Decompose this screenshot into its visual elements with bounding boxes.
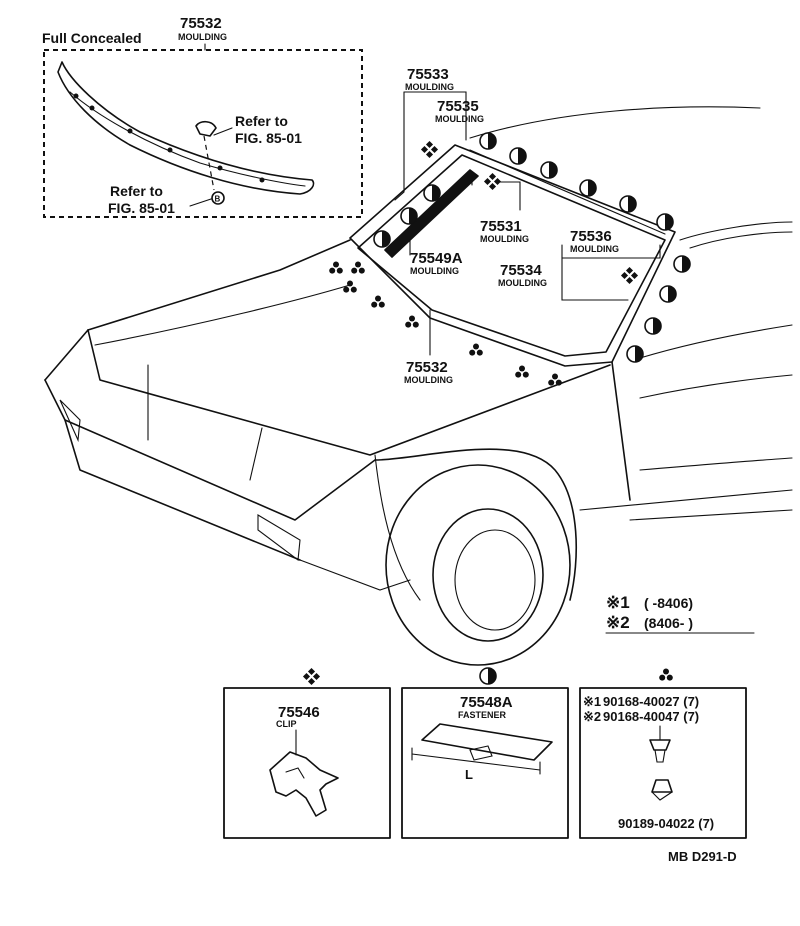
callout-75532-number: 75532 bbox=[406, 359, 448, 376]
inset-refer-2-line2: FIG. 85-01 bbox=[108, 200, 175, 216]
inset-title: Full Concealed bbox=[42, 30, 142, 46]
four-diamond-icon bbox=[420, 140, 439, 159]
callout-labels: 75533 MOULDING 75535 MOULDING 75531 MOUL… bbox=[404, 66, 619, 385]
half-filled-circle-icon bbox=[626, 345, 644, 363]
legend-mark-2: ※2 bbox=[606, 613, 630, 632]
callout-75536-label: MOULDING bbox=[570, 244, 619, 254]
fastener-label: FASTENER bbox=[458, 710, 507, 720]
three-dot-icon bbox=[659, 668, 673, 681]
half-filled-circle-icon bbox=[540, 161, 558, 179]
clip-drawing bbox=[269, 751, 339, 817]
four-diamond-icon bbox=[302, 667, 321, 686]
callout-75531-number: 75531 bbox=[480, 218, 522, 235]
clip-number: 75546 bbox=[278, 704, 320, 721]
inset-part-number: 75532 bbox=[180, 15, 222, 32]
callout-75533-label: MOULDING bbox=[405, 82, 454, 92]
fastener-icons bbox=[373, 132, 691, 363]
car-body bbox=[44, 106, 793, 666]
four-diamond-icon bbox=[483, 172, 502, 191]
half-filled-circle-icon bbox=[373, 230, 391, 248]
legend-range-1: ( -8406) bbox=[644, 595, 693, 611]
inset-refer-1-line1: Refer to bbox=[235, 113, 288, 129]
half-filled-circle-icon bbox=[509, 147, 527, 165]
callout-75532-label: MOULDING bbox=[404, 375, 453, 385]
callout-75549a-label: MOULDING bbox=[410, 266, 459, 276]
inset-refer-2-line1: Refer to bbox=[110, 183, 163, 199]
inset-clip bbox=[195, 120, 217, 137]
screw-line2-mark: ※2 bbox=[583, 709, 601, 724]
half-filled-circle-icon bbox=[673, 255, 691, 273]
clip-box: 75546 CLIP bbox=[223, 687, 391, 839]
screw-line1-mark: ※1 bbox=[583, 694, 601, 709]
four-diamond-icon bbox=[620, 266, 639, 285]
tire bbox=[385, 464, 571, 666]
nut-drawing bbox=[651, 779, 673, 793]
half-filled-circle-icon bbox=[400, 207, 418, 225]
three-dot-icon bbox=[515, 365, 529, 378]
callout-75534-number: 75534 bbox=[500, 262, 542, 279]
half-filled-circle-icon bbox=[479, 132, 497, 150]
three-dot-icon bbox=[351, 261, 365, 274]
inset-full-concealed: Full Concealed 75532 MOULDING B Refer to… bbox=[42, 15, 363, 218]
fastener-number: 75548A bbox=[460, 694, 513, 711]
callout-75534-label: MOULDING bbox=[498, 278, 547, 288]
callout-75531-label: MOULDING bbox=[480, 234, 529, 244]
inset-moulding-strip bbox=[57, 61, 315, 195]
inset-part-label: MOULDING bbox=[178, 32, 227, 42]
legend-range-2: (8406- ) bbox=[644, 615, 693, 631]
inset-frame bbox=[43, 49, 363, 218]
three-dot-icon bbox=[329, 261, 343, 274]
moulding-75549a-strip bbox=[384, 169, 479, 258]
half-filled-circle-icon bbox=[423, 184, 441, 202]
half-filled-circle-icon bbox=[619, 195, 637, 213]
screw-line2: 90168-40047 (7) bbox=[603, 709, 699, 724]
windshield-frame bbox=[349, 144, 676, 367]
three-dot-icon bbox=[371, 295, 385, 308]
legend-mark-1: ※1 bbox=[606, 593, 630, 612]
inset-refer-1-line2: FIG. 85-01 bbox=[235, 130, 302, 146]
three-dot-icon bbox=[405, 315, 419, 328]
three-dot-icon bbox=[548, 373, 562, 386]
callout-75533-number: 75533 bbox=[407, 66, 449, 83]
screw-box: ※1 90168-40027 (7) ※2 90168-40047 (7) 90… bbox=[579, 687, 747, 839]
fastener-box: 75548A FASTENER L bbox=[401, 687, 569, 839]
inset-nut-icon bbox=[211, 191, 225, 205]
diagram-code: MB D291-D bbox=[668, 849, 737, 864]
clip-label: CLIP bbox=[276, 719, 297, 729]
half-filled-circle-icon bbox=[579, 179, 597, 197]
callout-75536-number: 75536 bbox=[570, 228, 612, 245]
half-filled-circle-icon bbox=[656, 213, 674, 231]
half-filled-circle-icon bbox=[659, 285, 677, 303]
half-filled-circle-icon bbox=[644, 317, 662, 335]
screw-line3: 90189-04022 (7) bbox=[618, 816, 714, 831]
svg-text:B: B bbox=[215, 195, 221, 204]
screw-drawing bbox=[649, 739, 671, 751]
mouldings bbox=[384, 91, 666, 356]
legend: ※1 ( -8406) ※2 (8406- ) bbox=[605, 593, 755, 634]
fastener-dim-label: L bbox=[465, 767, 473, 782]
callout-75535-label: MOULDING bbox=[435, 114, 484, 124]
fastener-drawing bbox=[421, 723, 553, 761]
screw-line1: 90168-40027 (7) bbox=[603, 694, 699, 709]
callout-75549a-number: 75549A bbox=[410, 250, 463, 267]
callout-75535-number: 75535 bbox=[437, 98, 479, 115]
half-filled-circle-icon bbox=[479, 667, 497, 685]
three-dot-icon bbox=[469, 343, 483, 356]
